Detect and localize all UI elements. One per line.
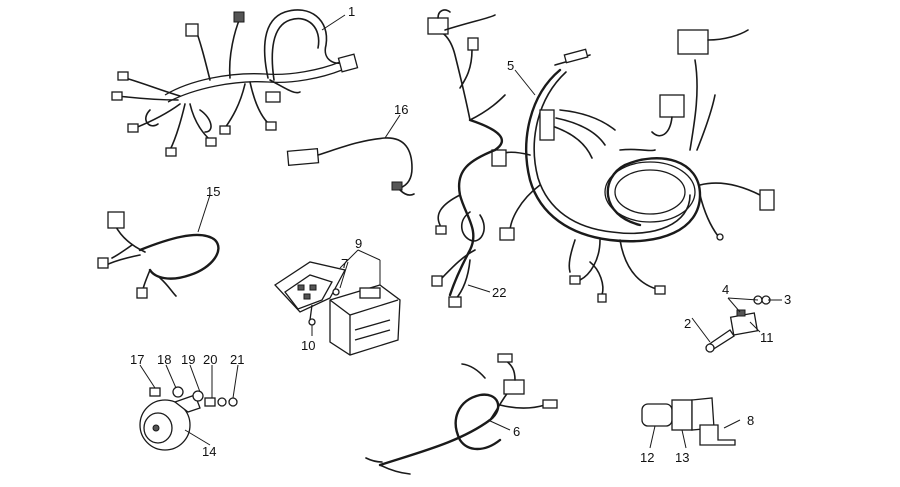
callout-19: 19	[181, 352, 195, 367]
callout-21: 21	[230, 352, 244, 367]
callout-14: 14	[202, 444, 216, 459]
callout-18: 18	[157, 352, 171, 367]
callout-labels: 1 2 3 4 5 6 7 8 9 10 11 12 13 14 15 16 1…	[130, 4, 791, 465]
part-1-front-harness	[111, 9, 359, 157]
callout-11: 11	[760, 330, 774, 345]
callout-16: 16	[394, 102, 408, 117]
callout-22: 22	[492, 285, 506, 300]
part-15-small-harness	[97, 211, 220, 299]
part-11-relay-assembly	[705, 295, 771, 353]
callout-4: 4	[722, 282, 729, 297]
part-9-fuse-box	[274, 261, 401, 356]
callout-12: 12	[640, 450, 654, 465]
leader-lines	[139, 14, 782, 449]
callout-13: 13	[675, 450, 689, 465]
callout-7: 7	[341, 256, 348, 271]
callout-10: 10	[301, 338, 315, 353]
callout-5: 5	[507, 58, 514, 73]
callout-9: 9	[355, 236, 362, 251]
callout-20: 20	[203, 352, 217, 367]
callout-6: 6	[513, 424, 520, 439]
part-5-main-harness	[491, 29, 775, 303]
callout-3: 3	[784, 292, 791, 307]
part-12-regulator	[641, 397, 736, 446]
part-16-cable	[286, 137, 415, 196]
callout-1: 1	[348, 4, 355, 19]
callout-15: 15	[206, 184, 220, 199]
part-6-lower-harness	[365, 353, 558, 475]
callout-2: 2	[684, 316, 691, 331]
part-22-sub-harness	[427, 9, 506, 308]
callout-17: 17	[130, 352, 144, 367]
part-14-horn	[139, 386, 238, 451]
callout-8: 8	[747, 413, 754, 428]
